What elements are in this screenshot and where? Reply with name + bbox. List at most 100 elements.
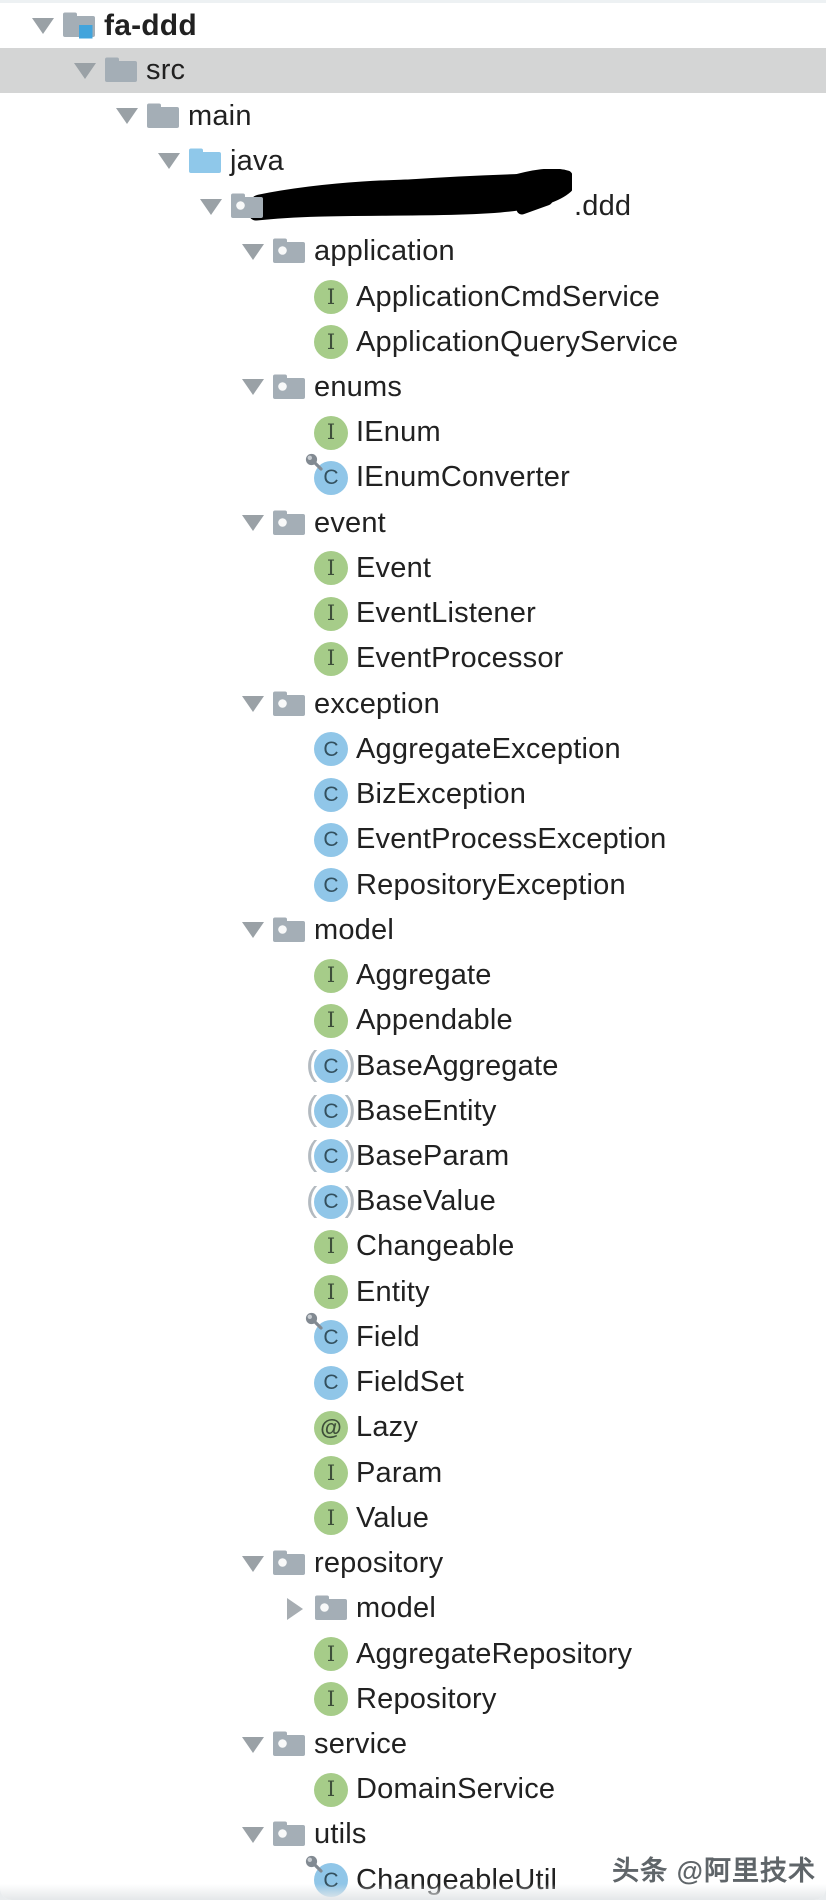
abstract-class-icon: C() — [306, 1090, 356, 1129]
collapse-toggle[interactable] — [110, 99, 144, 133]
tree-row-baseparam[interactable]: C() BaseParam — [0, 1134, 826, 1179]
tree-row-utils[interactable]: utils — [0, 1812, 826, 1857]
tree-row-field[interactable]: C Field — [0, 1313, 826, 1360]
tree-row-param[interactable]: I Param — [0, 1451, 826, 1496]
indent-spacer — [278, 416, 312, 450]
collapse-toggle[interactable] — [194, 190, 228, 224]
tree-row-basevalue[interactable]: C() BaseValue — [0, 1179, 826, 1224]
indent-spacer — [278, 1230, 312, 1264]
class-icon: C — [314, 868, 348, 903]
tree-row-event[interactable]: I Event — [0, 546, 826, 591]
indent-spacer — [278, 280, 312, 314]
indent-spacer — [278, 1004, 312, 1038]
tree-item-label: service — [314, 1728, 408, 1761]
collapse-toggle[interactable] — [236, 1818, 270, 1852]
tree-row-changeable[interactable]: I Changeable — [0, 1224, 826, 1269]
tree-row-enums[interactable]: enums — [0, 365, 826, 410]
tree-row-repository-model[interactable]: model — [0, 1586, 826, 1631]
collapse-toggle[interactable] — [236, 506, 270, 540]
tree-item-label: EventProcessException — [356, 823, 667, 856]
tree-item-label: main — [188, 99, 252, 132]
tree-item-label: application — [314, 235, 455, 268]
tree-row-bizexception[interactable]: C BizException — [0, 772, 826, 817]
tree-item-label: BaseParam — [356, 1139, 510, 1172]
indent-spacer — [278, 642, 312, 676]
tree-row-baseaggregate[interactable]: C() BaseAggregate — [0, 1043, 826, 1088]
tree-row-fieldset[interactable]: C FieldSet — [0, 1360, 826, 1405]
tree-row-eventprocessexception[interactable]: C EventProcessException — [0, 817, 826, 862]
interface-icon: I — [314, 551, 348, 586]
watermark: 头条 @阿里技术 — [612, 1856, 816, 1886]
tree-row-ienum[interactable]: I IEnum — [0, 410, 826, 455]
tree-row-src[interactable]: src — [0, 48, 826, 94]
interface-icon: I — [314, 1501, 348, 1536]
collapse-toggle[interactable] — [236, 370, 270, 404]
tree-row-model[interactable]: model — [0, 908, 826, 953]
package-icon — [314, 1592, 348, 1626]
indent-spacer — [278, 325, 312, 359]
tree-item-label: Field — [356, 1320, 420, 1353]
tree-row-service[interactable]: service — [0, 1722, 826, 1767]
project-icon — [62, 9, 96, 43]
package-icon — [272, 235, 306, 269]
tree-row-aggregaterepository[interactable]: I AggregateRepository — [0, 1631, 826, 1676]
tree-row-exception[interactable]: exception — [0, 682, 826, 727]
tree-row-baseentity[interactable]: C() BaseEntity — [0, 1089, 826, 1134]
tree-row-applicationcmdservice[interactable]: I ApplicationCmdService — [0, 274, 826, 319]
tree-row-eventlistener[interactable]: I EventListener — [0, 591, 826, 636]
tree-row-eventprocessor[interactable]: I EventProcessor — [0, 636, 826, 681]
final-class-icon: C — [305, 453, 348, 495]
package-icon — [230, 190, 264, 224]
package-icon — [272, 1818, 306, 1852]
package-icon — [272, 1547, 306, 1581]
tree-row-repository[interactable]: repository — [0, 1541, 826, 1586]
collapse-toggle[interactable] — [236, 913, 270, 947]
collapse-toggle[interactable] — [236, 1547, 270, 1581]
collapse-toggle[interactable] — [236, 235, 270, 269]
tree-row-ienumconverter[interactable]: C IEnumConverter — [0, 453, 826, 500]
interface-icon: I — [314, 1275, 348, 1310]
collapse-toggle[interactable] — [152, 144, 186, 178]
interface-icon: I — [314, 1456, 348, 1491]
collapse-toggle[interactable] — [68, 54, 102, 88]
tree-item-label: utils — [314, 1818, 367, 1851]
tree-item-label: AggregateRepository — [356, 1637, 633, 1670]
tree-item-label: ChangeableUtil — [356, 1863, 558, 1896]
tree-item-label: RepositoryException — [356, 868, 626, 901]
collapse-toggle[interactable] — [236, 1728, 270, 1762]
indent-spacer — [278, 1501, 312, 1535]
tree-row-aggregate[interactable]: I Aggregate — [0, 953, 826, 998]
tree-row-applicationqueryservice[interactable]: I ApplicationQueryService — [0, 320, 826, 365]
interface-icon: I — [314, 325, 348, 360]
package-icon — [272, 1728, 306, 1762]
tree-item-label: src — [146, 54, 186, 87]
tree-row-domainservice[interactable]: I DomainService — [0, 1767, 826, 1812]
tree-row-entity[interactable]: I Entity — [0, 1270, 826, 1315]
collapse-toggle[interactable] — [26, 9, 60, 43]
collapse-toggle[interactable] — [236, 687, 270, 721]
interface-icon: I — [314, 1772, 348, 1807]
tree-row-event[interactable]: event — [0, 501, 826, 546]
tree-row-appendable[interactable]: I Appendable — [0, 998, 826, 1043]
tree-row-redacted-package[interactable]: .ddd — [0, 168, 826, 229]
tree-row-application[interactable]: application — [0, 229, 826, 274]
tree-row-repositoryexception[interactable]: C RepositoryException — [0, 862, 826, 907]
tree-item-label: java — [230, 144, 284, 177]
expand-toggle[interactable] — [278, 1592, 312, 1626]
interface-icon: I — [314, 596, 348, 631]
interface-icon: I — [314, 280, 348, 315]
tree-row-lazy[interactable]: @ Lazy — [0, 1405, 826, 1450]
package-icon — [272, 913, 306, 947]
tree-row-fa-ddd[interactable]: fa-ddd — [0, 3, 826, 48]
tree-row-value[interactable]: I Value — [0, 1496, 826, 1541]
tree-item-label: Changeable — [356, 1230, 515, 1263]
tree-item-label: ApplicationCmdService — [356, 280, 660, 313]
tree-row-java[interactable]: java — [0, 139, 826, 184]
folder-icon — [104, 54, 138, 88]
abstract-class-icon: C() — [306, 1135, 356, 1174]
tree-row-aggregateexception[interactable]: C AggregateException — [0, 727, 826, 772]
tree-row-repository[interactable]: I Repository — [0, 1677, 826, 1722]
tree-item-label: IEnumConverter — [356, 461, 570, 494]
tree-row-main[interactable]: main — [0, 93, 826, 138]
